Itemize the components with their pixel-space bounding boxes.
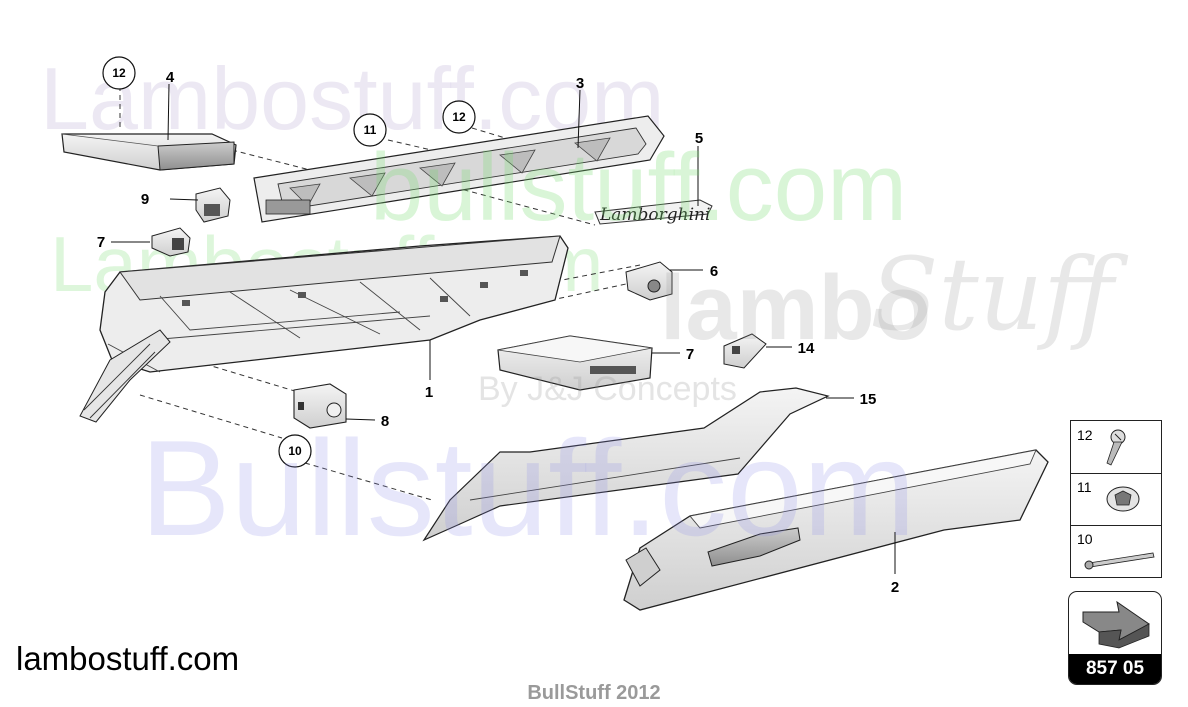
circled-callout-numbers: 12 11 12 10 xyxy=(112,66,466,458)
part-8-airbag-switch xyxy=(293,383,347,429)
circled-callout-12-mid: 12 xyxy=(452,110,466,124)
page-code: 857 05 xyxy=(1069,654,1161,684)
part-4-storage-tray xyxy=(61,133,237,171)
part-5-emblem: Lamborghini xyxy=(594,199,713,225)
callout-7: 7 xyxy=(686,346,694,363)
arrow-icon xyxy=(1082,600,1150,649)
part-14-cover xyxy=(723,333,767,369)
callout-5: 5 xyxy=(695,130,703,147)
callout-8: 8 xyxy=(381,413,389,430)
callout-2: 2 xyxy=(891,579,899,596)
circled-callout-11: 11 xyxy=(364,123,377,137)
part-6-latch xyxy=(625,261,673,301)
circled-callout-12-top: 12 xyxy=(112,66,126,80)
callout-15: 15 xyxy=(860,391,877,408)
part-7-tray xyxy=(497,335,653,391)
part-1-glovebox-housing xyxy=(79,235,569,423)
legend-number: 10 xyxy=(1077,531,1093,547)
screw-icon xyxy=(1106,429,1126,466)
clip-icon xyxy=(1106,486,1140,512)
legend-number: 11 xyxy=(1077,479,1092,495)
part-3-trim-frame xyxy=(253,115,665,223)
callout-4: 4 xyxy=(166,69,175,86)
part-13-connector xyxy=(195,187,231,223)
legend-row-12: 12 xyxy=(1071,421,1161,474)
part-9-switch xyxy=(151,227,191,257)
circled-callout-10: 10 xyxy=(288,444,302,458)
emblem-text: Lamborghini xyxy=(599,205,710,225)
hardware-legend: 12 11 10 xyxy=(1070,420,1162,578)
callout-numbers: 4 3 5 9 7 6 7 14 1 8 15 2 xyxy=(97,69,899,596)
callout-14: 14 xyxy=(798,340,815,357)
page-reference-box: 857 05 xyxy=(1068,591,1162,685)
callout-13: 9 xyxy=(141,191,149,208)
site-label: lambostuff.com xyxy=(16,640,240,677)
part-2-glovebox-lid xyxy=(623,449,1049,611)
legend-row-10: 10 xyxy=(1071,525,1161,577)
legend-number: 12 xyxy=(1077,427,1093,443)
callout-leader-lines xyxy=(111,83,896,574)
footer-label: BullStuff 2012 xyxy=(527,682,661,704)
callout-9: 7 xyxy=(97,234,105,251)
callout-6: 6 xyxy=(710,263,718,280)
pin-icon xyxy=(1084,552,1155,570)
callout-1: 1 xyxy=(425,384,433,401)
callout-circles xyxy=(102,56,476,468)
part-15-hinge-strip xyxy=(422,387,830,542)
callout-3: 3 xyxy=(576,75,584,92)
legend-row-11: 11 xyxy=(1071,473,1161,526)
